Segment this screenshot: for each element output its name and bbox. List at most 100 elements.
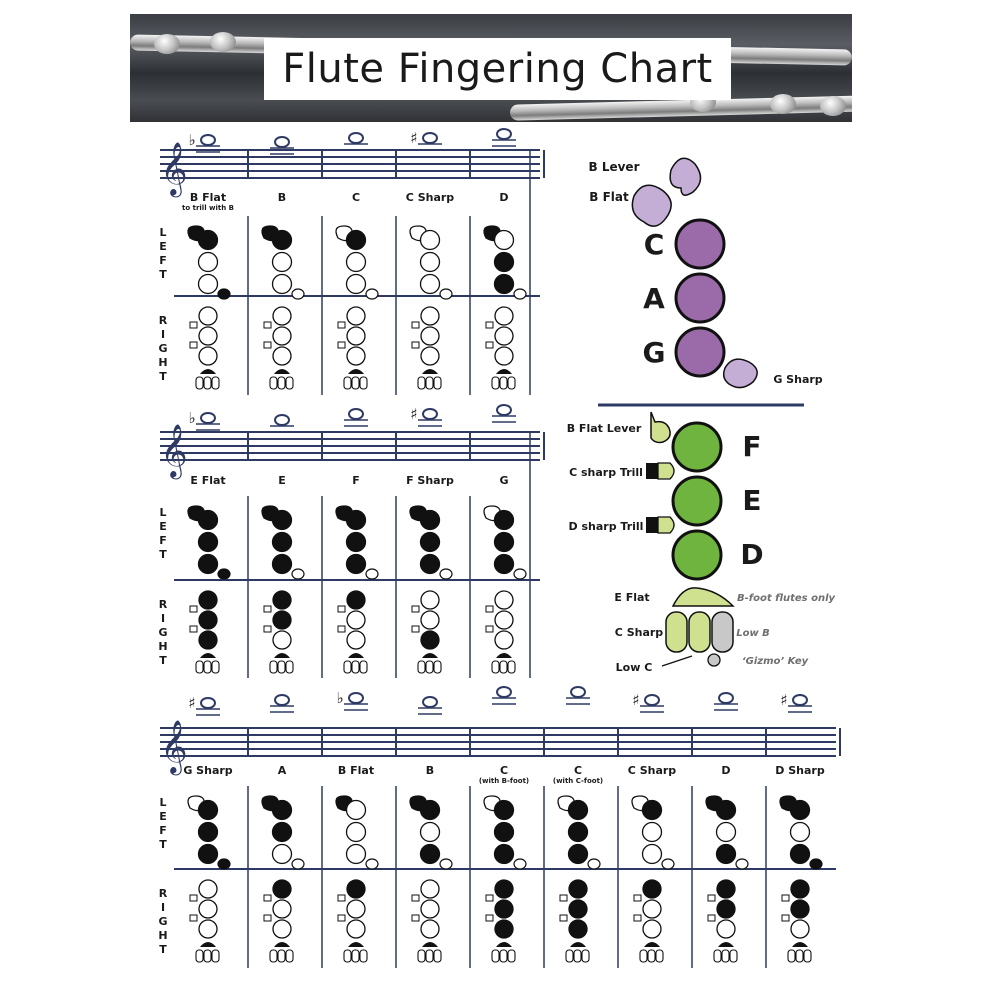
right-hand-key bbox=[494, 306, 514, 326]
left-hand-key bbox=[345, 799, 367, 821]
left-hand-key bbox=[567, 799, 589, 821]
foot-key bbox=[195, 376, 204, 390]
note-annotation: (with B-foot) bbox=[479, 777, 529, 785]
side-letter: T bbox=[159, 838, 167, 851]
left-hand-key bbox=[419, 509, 441, 531]
e-flat-key bbox=[348, 653, 364, 658]
foot-key bbox=[277, 376, 286, 390]
e-flat-label: E Flat bbox=[614, 591, 649, 604]
note-name: G bbox=[499, 474, 508, 487]
foot-key bbox=[721, 949, 730, 963]
trill-key bbox=[707, 914, 716, 922]
foot-key bbox=[425, 660, 434, 674]
treble-clef-icon: 𝄞 bbox=[160, 141, 187, 197]
left-hand-key bbox=[789, 821, 811, 843]
right-hand-key bbox=[494, 899, 514, 919]
foot-key bbox=[269, 376, 278, 390]
lower-main-key bbox=[671, 421, 723, 473]
note-name: E Flat bbox=[190, 474, 225, 487]
left-hand-key bbox=[197, 273, 219, 295]
foot-key bbox=[285, 660, 294, 674]
side-letter: L bbox=[159, 796, 166, 809]
trill-key bbox=[411, 341, 420, 349]
right-hand-key bbox=[272, 306, 292, 326]
e-flat-key bbox=[422, 653, 438, 658]
low-b-foot-key bbox=[711, 611, 734, 653]
note-head bbox=[570, 686, 586, 698]
trill-key bbox=[781, 914, 790, 922]
right-hand-key bbox=[716, 919, 736, 939]
note-head bbox=[422, 132, 438, 144]
foot-key bbox=[655, 949, 664, 963]
g-sharp-key bbox=[439, 288, 453, 300]
g-sharp-key bbox=[291, 568, 305, 580]
e-flat-key bbox=[200, 942, 216, 947]
note-head bbox=[792, 694, 808, 706]
e-flat-key bbox=[644, 942, 660, 947]
foot-key bbox=[507, 660, 516, 674]
side-letter: F bbox=[159, 254, 167, 267]
foot-key bbox=[499, 949, 508, 963]
foot-key bbox=[203, 660, 212, 674]
right-hand-key bbox=[790, 879, 810, 899]
side-letter: H bbox=[158, 929, 167, 942]
e-flat-key bbox=[348, 369, 364, 374]
left-hand-key bbox=[493, 799, 515, 821]
note-name: C Sharp bbox=[406, 191, 455, 204]
e-flat-key bbox=[422, 369, 438, 374]
foot-key bbox=[359, 660, 368, 674]
left-hand-key bbox=[345, 553, 367, 575]
foot-key bbox=[433, 949, 442, 963]
side-letter: R bbox=[159, 598, 168, 611]
g-sharp-key bbox=[809, 858, 823, 870]
left-hand-key bbox=[271, 799, 293, 821]
foot-key bbox=[269, 660, 278, 674]
g-sharp-key bbox=[217, 858, 231, 870]
left-hand-key bbox=[197, 509, 219, 531]
note-name: B bbox=[278, 191, 286, 204]
key-letter: C bbox=[644, 228, 665, 261]
note-name: G Sharp bbox=[183, 764, 232, 777]
side-letter: R bbox=[159, 887, 168, 900]
foot-key bbox=[343, 949, 352, 963]
g-sharp-key bbox=[217, 288, 231, 300]
trill-key bbox=[559, 914, 568, 922]
trill-key bbox=[263, 321, 272, 329]
left-hand-key bbox=[197, 821, 219, 843]
trill-key bbox=[337, 321, 346, 329]
foot-key bbox=[803, 949, 812, 963]
right-hand-key bbox=[494, 610, 514, 630]
right-hand-key bbox=[568, 919, 588, 939]
trill-key bbox=[559, 894, 568, 902]
right-hand-key bbox=[272, 326, 292, 346]
e-flat-key bbox=[200, 653, 216, 658]
right-hand-key bbox=[272, 879, 292, 899]
e-flat-key bbox=[792, 942, 808, 947]
foot-key bbox=[499, 660, 508, 674]
g-sharp-key bbox=[365, 568, 379, 580]
foot-key bbox=[285, 376, 294, 390]
left-hand-key bbox=[493, 251, 515, 273]
right-hand-key bbox=[272, 630, 292, 650]
low-b-label: Low B bbox=[736, 628, 770, 639]
accidental-sign: ♯ bbox=[632, 691, 639, 709]
note-name: F Sharp bbox=[406, 474, 454, 487]
trill-key bbox=[337, 625, 346, 633]
left-hand-key bbox=[197, 531, 219, 553]
right-hand-key bbox=[198, 879, 218, 899]
left-hand-key bbox=[197, 553, 219, 575]
note-head bbox=[200, 697, 216, 709]
foot-key bbox=[203, 376, 212, 390]
right-hand-key bbox=[642, 879, 662, 899]
e-flat-key bbox=[496, 942, 512, 947]
foot-key bbox=[277, 949, 286, 963]
foot-key bbox=[573, 949, 582, 963]
g-sharp-key bbox=[722, 358, 758, 389]
note-name: C Sharp bbox=[628, 764, 677, 777]
note-name: D Sharp bbox=[775, 764, 825, 777]
treble-clef-icon: 𝄞 bbox=[160, 719, 187, 775]
trill-key bbox=[337, 341, 346, 349]
